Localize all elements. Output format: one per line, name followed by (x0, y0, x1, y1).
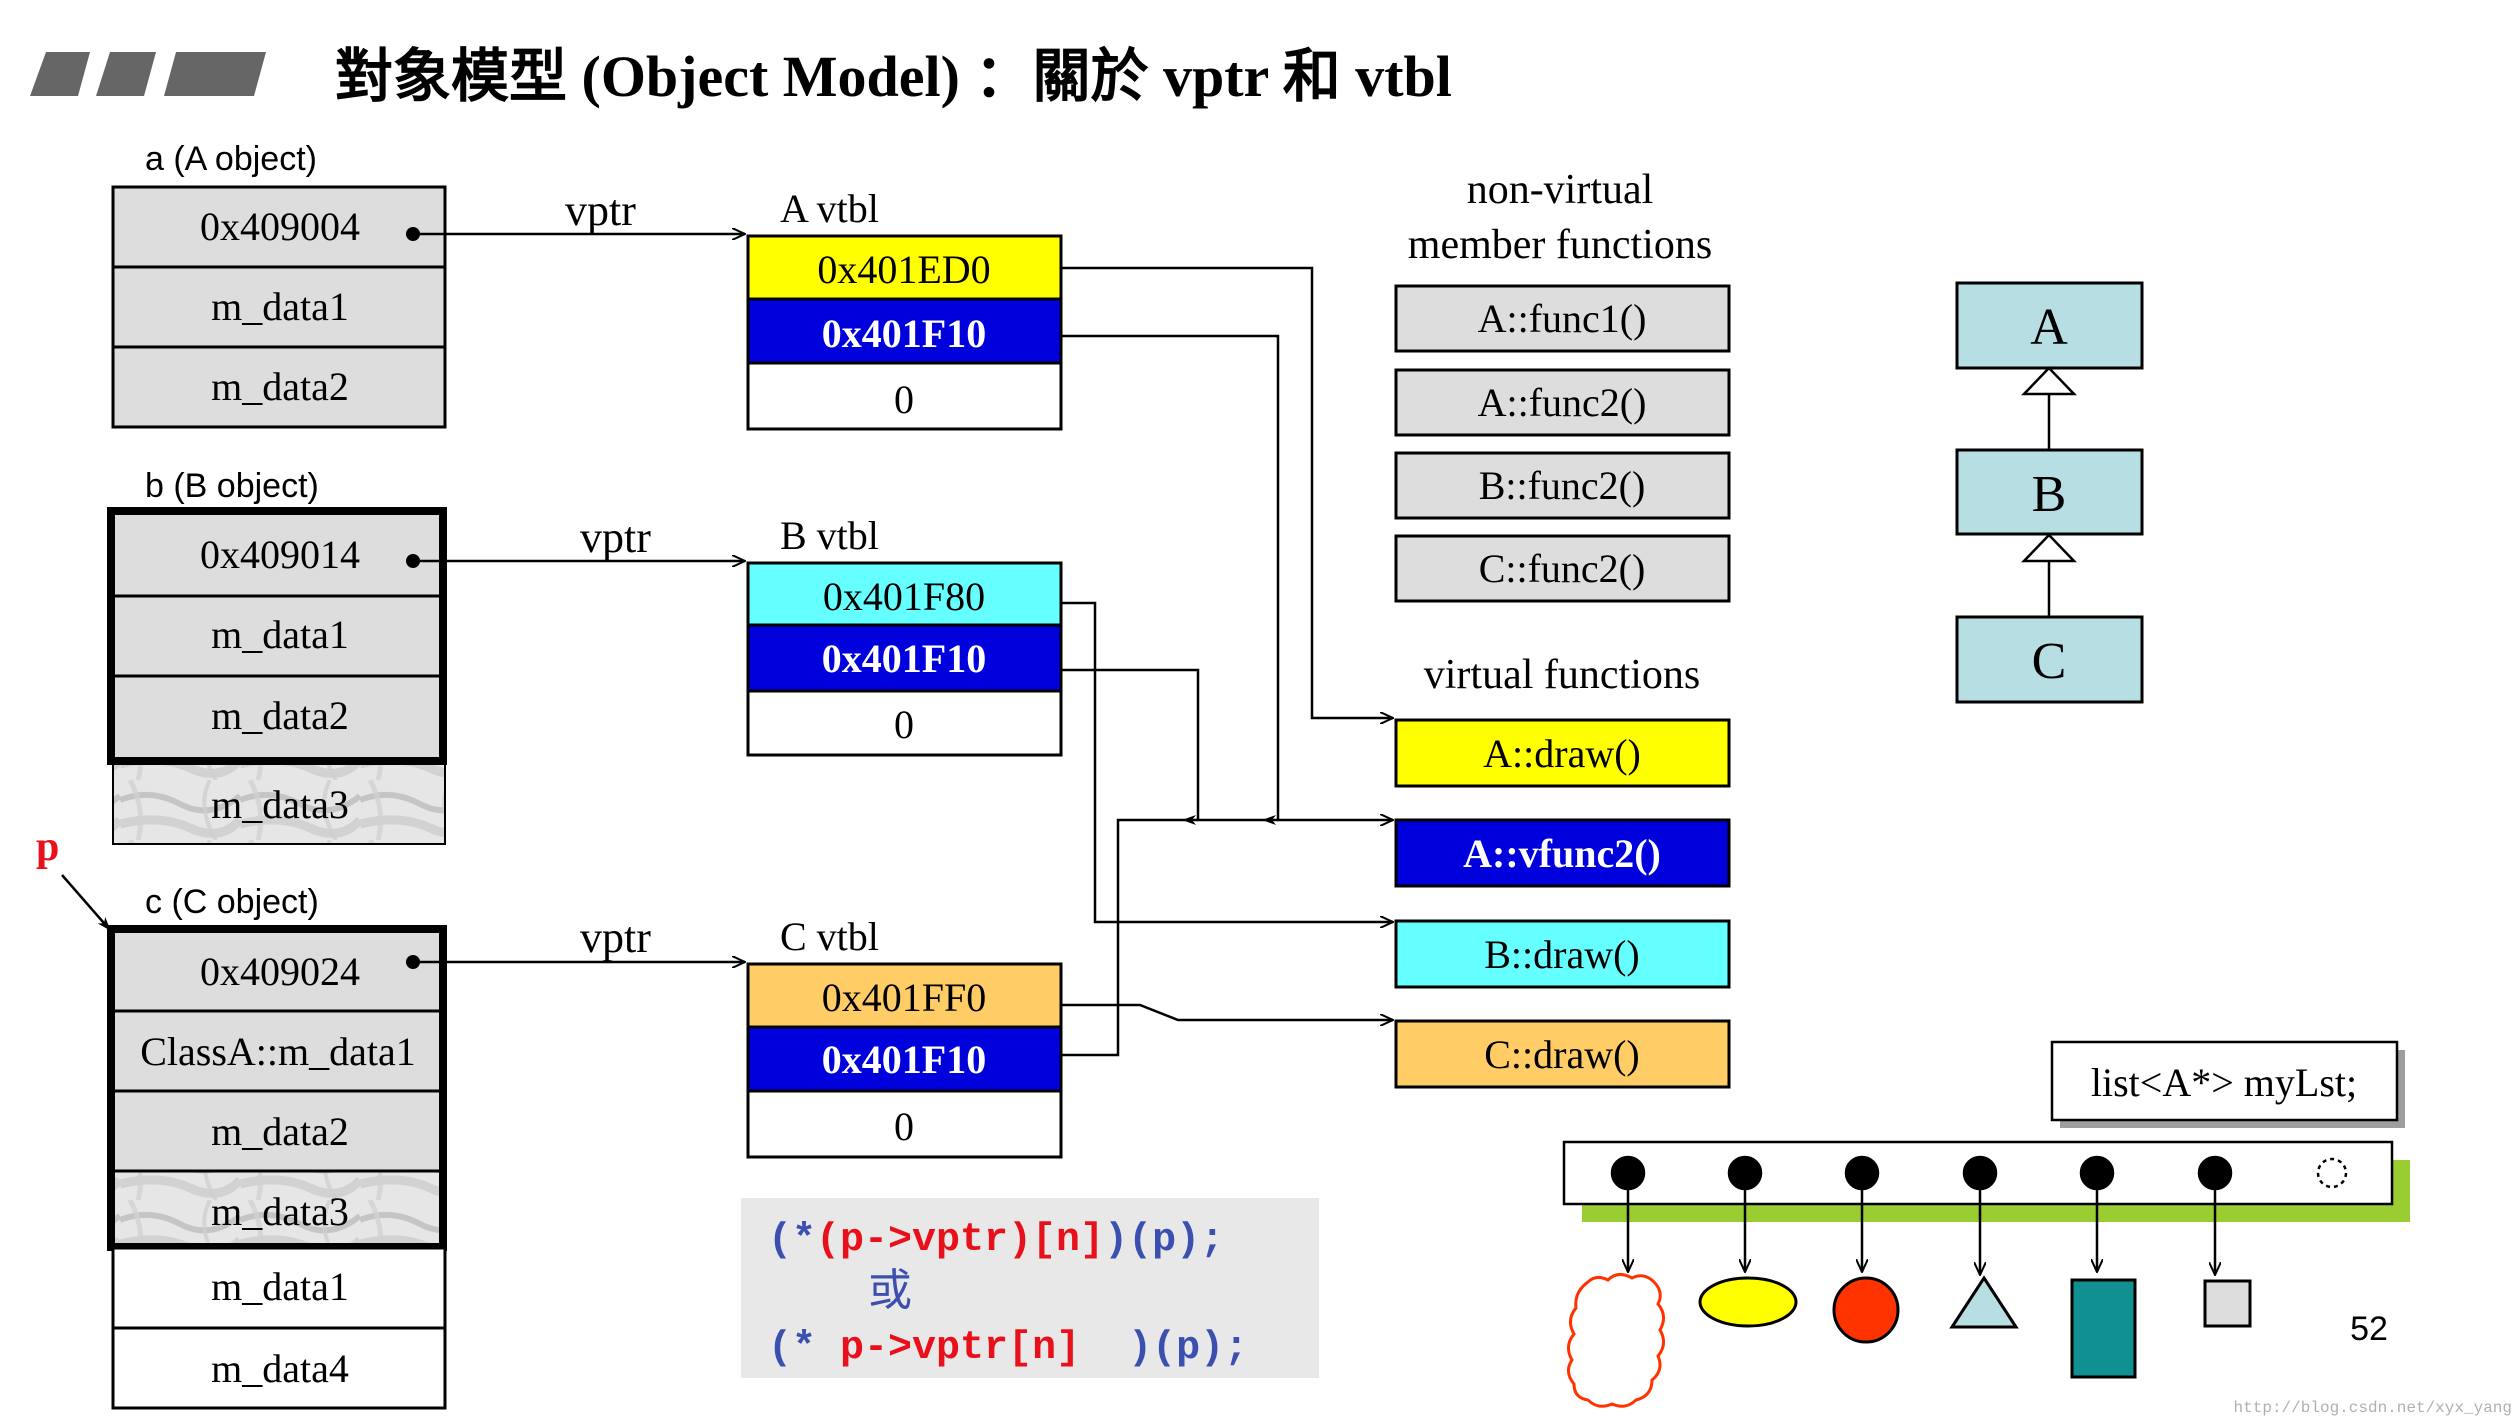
inheritance-triangle-icon (2021, 533, 2077, 563)
vtbl-c: 0x401FF0 0x401F10 0 (746, 962, 1063, 1159)
pointer-p-arrow (61, 874, 111, 931)
watermark: http://blog.csdn.net/xyx_yang (2234, 1399, 2512, 1417)
list-nodes (1610, 1155, 2348, 1275)
vtbl-c-entry-2: 0 (894, 1104, 914, 1149)
vtbl-b-label: B vtbl (780, 513, 879, 558)
object-b: 0x409014 m_data1 m_data2 m_data3 (107, 507, 447, 845)
vtbl-b-entry-2: 0 (894, 702, 914, 747)
object-c-cell-5: m_data4 (211, 1346, 349, 1391)
virtual-item-2: B::draw() (1484, 932, 1640, 977)
object-a: 0x409004 m_data1 m_data2 (111, 185, 447, 429)
nonvirtual-item-2: B::func2() (1479, 463, 1646, 508)
square-shape-icon (2203, 1279, 2252, 1328)
list-label-box (2050, 1040, 2399, 1122)
vptr-label-b: vptr (580, 513, 651, 562)
object-c-label: c (C object) (145, 883, 319, 921)
object-a-cell-2: m_data2 (211, 364, 349, 409)
page-title: 對象模型 (Object Model) ：關於 vptr 和 vtbl (335, 44, 1452, 109)
pointer-p-label: p (36, 824, 59, 870)
code-line-2: 或 (868, 1266, 912, 1315)
object-b-cell-1: m_data1 (211, 612, 349, 657)
triangle-shape-icon (1949, 1275, 2019, 1329)
object-c: 0x409024 ClassA::m_data1 m_data2 m_data3… (107, 925, 447, 1410)
virtual-functions: A::draw() A::vfunc2() B::draw() C::draw(… (1394, 718, 1731, 1089)
nonvirtual-item-3: C::func2() (1479, 546, 1646, 591)
vtbl-a-label: A vtbl (780, 186, 879, 231)
nonvirtual-functions: A::func1() A::func2() B::func2() C::func… (1394, 284, 1731, 603)
vtbl-a-entry-0: 0x401ED0 (817, 247, 990, 292)
ellipse-shape-icon (1698, 1276, 1798, 1328)
vtbl-a-entry-1: 0x401F10 (822, 311, 986, 356)
code-line-3: (* p->vptr[n] )(p); (768, 1326, 1248, 1371)
uml-class-a: A (2030, 299, 2068, 356)
uml-class-b: B (2032, 466, 2067, 523)
code-line-1: (*(p->vptr)[n])(p); (768, 1218, 1224, 1263)
nonvirtual-heading-line1: non-virtual (1467, 167, 1654, 213)
vtbl-b-entry-1: 0x401F10 (822, 636, 986, 681)
nonvirtual-heading-line2: member functions (1408, 222, 1712, 268)
object-b-cell-2: m_data2 (211, 693, 349, 738)
page-number: 52 (2350, 1310, 2388, 1348)
object-c-vptr-value: 0x409024 (200, 949, 360, 994)
vtbl-c-entry-1: 0x401F10 (822, 1037, 986, 1082)
object-c-cell-3: m_data3 (211, 1189, 349, 1234)
object-b-label: b (B object) (145, 467, 319, 505)
vtbl-c-entry-0: 0x401FF0 (822, 975, 987, 1020)
virtual-item-1: A::vfunc2() (1463, 831, 1661, 876)
object-a-vptr-value: 0x409004 (200, 204, 360, 249)
virtual-item-3: C::draw() (1484, 1032, 1640, 1077)
object-a-label: a (A object) (145, 140, 317, 178)
object-c-cell-1: ClassA::m_data1 (140, 1029, 416, 1074)
circle-shape-icon (1832, 1276, 1900, 1344)
object-a-cell-1: m_data1 (211, 284, 349, 329)
vptr-label-c: vptr (580, 913, 651, 962)
vtbl-b-entry-0: 0x401F80 (823, 574, 985, 619)
code-block (741, 1198, 1319, 1378)
virtual-item-0: A::draw() (1483, 731, 1641, 776)
rectangle-shape-icon (2070, 1278, 2137, 1379)
vtbl-c-label: C vtbl (780, 914, 879, 959)
vtbl-connectors (1061, 266, 1393, 1057)
uml-class-c: C (2032, 633, 2067, 690)
virtual-heading: virtual functions (1424, 652, 1700, 698)
cloud-shape-icon (1567, 1273, 1665, 1408)
nonvirtual-item-1: A::func2() (1478, 380, 1647, 425)
nonvirtual-item-0: A::func1() (1478, 296, 1647, 341)
vtbl-a: 0x401ED0 0x401F10 0 (746, 234, 1063, 431)
vptr-label-a: vptr (565, 186, 636, 235)
vptr-arrows (406, 227, 745, 969)
vtbl-b: 0x401F80 0x401F10 0 (746, 561, 1063, 757)
list-label: list<A*> myLst; (2091, 1060, 2357, 1105)
object-c-cell-2: m_data2 (211, 1109, 349, 1154)
object-c-cell-4: m_data1 (211, 1264, 349, 1309)
inheritance-triangle-icon (2021, 366, 2077, 396)
title-bars-icon (30, 52, 266, 96)
uml-class-diagram: A B C (1955, 281, 2144, 704)
object-b-cell-3: m_data3 (211, 782, 349, 827)
vtbl-a-entry-2: 0 (894, 377, 914, 422)
object-b-vptr-value: 0x409014 (200, 532, 360, 577)
